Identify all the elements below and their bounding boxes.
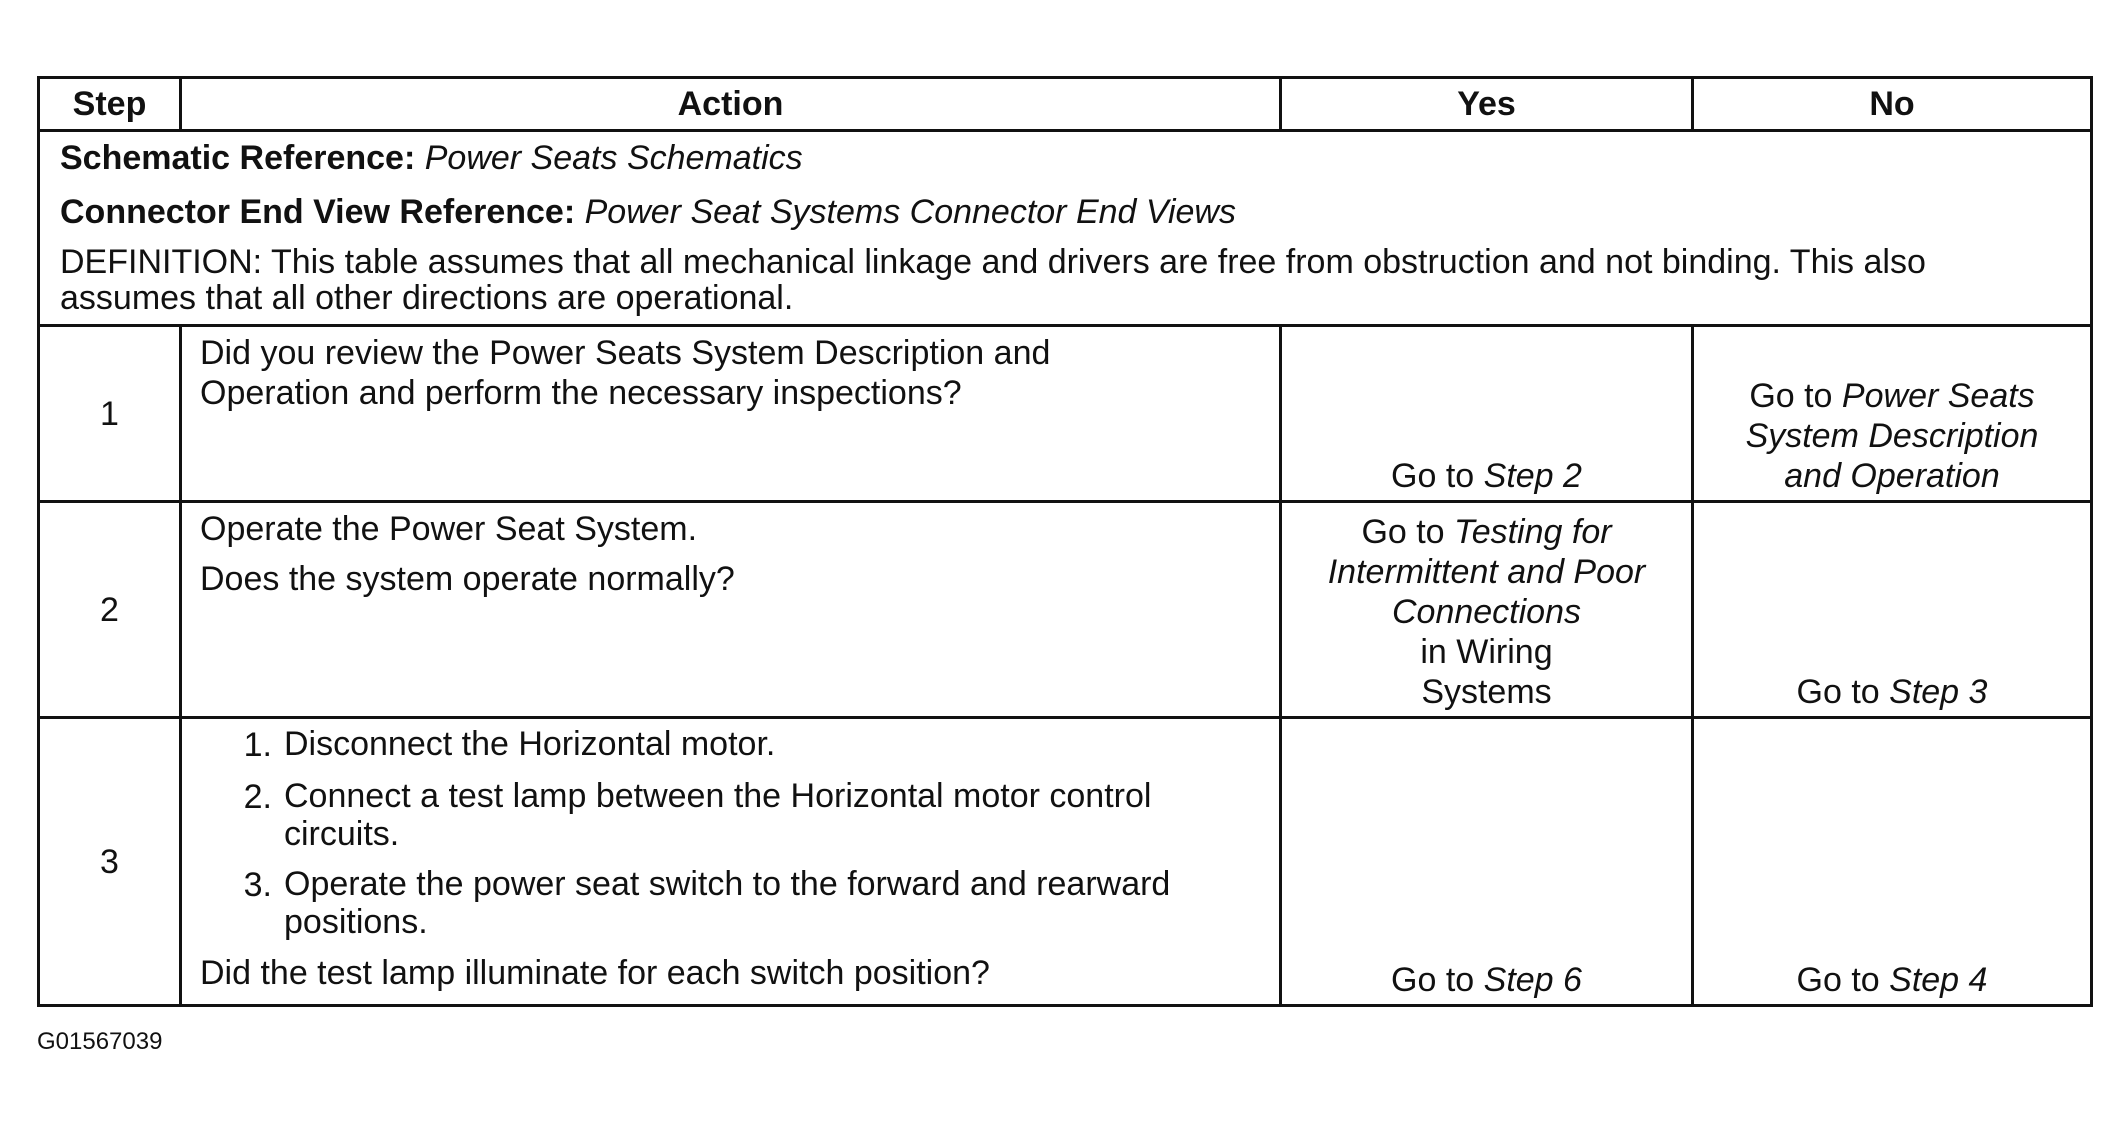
- diagnostic-table-container: Step Action Yes No Schematic Reference: …: [37, 76, 2093, 1007]
- schematic-reference: Schematic Reference: Power Seats Schemat…: [60, 138, 2070, 178]
- table-row-step-3: 3 1. Disconnect the Horizontal motor. 2.…: [37, 716, 2093, 1007]
- no-cell: Go to Power Seats System Description and…: [1691, 324, 2093, 503]
- yes-step-link[interactable]: Step 2: [1483, 457, 1582, 495]
- no-cell: Go to Step 3: [1691, 500, 2093, 719]
- action-text-line: Operate the Power Seat System.: [200, 510, 698, 548]
- yes-text-line: Systems: [1421, 673, 1552, 711]
- connector-reference-label: Connector End View Reference:: [60, 193, 576, 231]
- reference-cell: Schematic Reference: Power Seats Schemat…: [37, 129, 2093, 327]
- table-row-step-2: 2 Operate the Power Seat System. Does th…: [37, 500, 2093, 719]
- list-item-number: 3.: [243, 866, 272, 904]
- yes-link-line[interactable]: Connections: [1391, 593, 1581, 631]
- diagnostic-table: Step Action Yes No Schematic Reference: …: [37, 76, 2093, 1007]
- no-step-link[interactable]: Step 4: [1889, 961, 1988, 999]
- table-header-row: Step Action Yes No: [37, 76, 2093, 132]
- list-item: 3. Operate the power seat switch to the …: [200, 865, 1261, 941]
- connector-reference: Connector End View Reference: Power Seat…: [60, 192, 2070, 232]
- yes-prefix: Go to: [1361, 513, 1455, 551]
- yes-link-line[interactable]: Intermittent and Poor: [1327, 553, 1646, 591]
- connector-reference-link[interactable]: Power Seat Systems Connector End Views: [584, 193, 1236, 231]
- list-item-text: Disconnect the Horizontal motor.: [284, 725, 776, 763]
- no-prefix: Go to: [1796, 961, 1890, 999]
- header-action: Action: [179, 76, 1282, 132]
- no-link-line[interactable]: System Description: [1745, 417, 2039, 455]
- no-link-line[interactable]: Power Seats: [1841, 377, 2035, 415]
- no-link-line[interactable]: and Operation: [1784, 457, 2000, 495]
- yes-cell: Go to Testing for Intermittent and Poor …: [1279, 500, 1694, 719]
- yes-link-line[interactable]: Testing for: [1454, 513, 1612, 551]
- yes-text-line: in Wiring: [1420, 633, 1553, 671]
- procedure-list: 1. Disconnect the Horizontal motor. 2. C…: [200, 725, 1261, 941]
- header-yes: Yes: [1279, 76, 1694, 132]
- step-number: 3: [37, 716, 182, 1007]
- action-cell: Operate the Power Seat System. Does the …: [179, 500, 1282, 719]
- action-text-line: Did you review the Power Seats System De…: [200, 334, 1051, 372]
- action-cell: 1. Disconnect the Horizontal motor. 2. C…: [179, 716, 1282, 1007]
- list-item-text: Operate the power seat switch to the for…: [284, 865, 1171, 941]
- list-item-number: 1.: [243, 726, 272, 764]
- no-prefix: Go to: [1749, 377, 1842, 415]
- list-item: 2. Connect a test lamp between the Horiz…: [200, 777, 1261, 853]
- list-item-number: 2.: [243, 778, 272, 816]
- step-number: 1: [37, 324, 182, 503]
- header-step: Step: [37, 76, 182, 132]
- list-item-text: Connect a test lamp between the Horizont…: [284, 777, 1152, 853]
- table-row-step-1: 1 Did you review the Power Seats System …: [37, 324, 2093, 503]
- action-text-line: Operation and perform the necessary insp…: [200, 374, 962, 412]
- no-prefix: Go to: [1796, 673, 1890, 711]
- reference-row: Schematic Reference: Power Seats Schemat…: [37, 129, 2093, 327]
- action-question: Did the test lamp illuminate for each sw…: [200, 954, 990, 992]
- action-cell: Did you review the Power Seats System De…: [179, 324, 1282, 503]
- schematic-reference-label: Schematic Reference:: [60, 139, 416, 177]
- action-text-line: Does the system operate normally?: [200, 560, 735, 598]
- list-item: 1. Disconnect the Horizontal motor.: [200, 725, 1261, 765]
- yes-step-link[interactable]: Step 6: [1483, 961, 1582, 999]
- figure-id: G01567039: [37, 1028, 163, 1055]
- step-number: 2: [37, 500, 182, 719]
- header-no: No: [1691, 76, 2093, 132]
- no-step-link[interactable]: Step 3: [1889, 673, 1988, 711]
- yes-prefix: Go to: [1391, 961, 1484, 999]
- definition-text: DEFINITION: This table assumes that all …: [60, 243, 1926, 317]
- yes-prefix: Go to: [1391, 457, 1484, 495]
- yes-cell: Go to Step 6: [1279, 716, 1694, 1007]
- schematic-reference-link[interactable]: Power Seats Schematics: [424, 139, 803, 177]
- yes-cell: Go to Step 2: [1279, 324, 1694, 503]
- no-cell: Go to Step 4: [1691, 716, 2093, 1007]
